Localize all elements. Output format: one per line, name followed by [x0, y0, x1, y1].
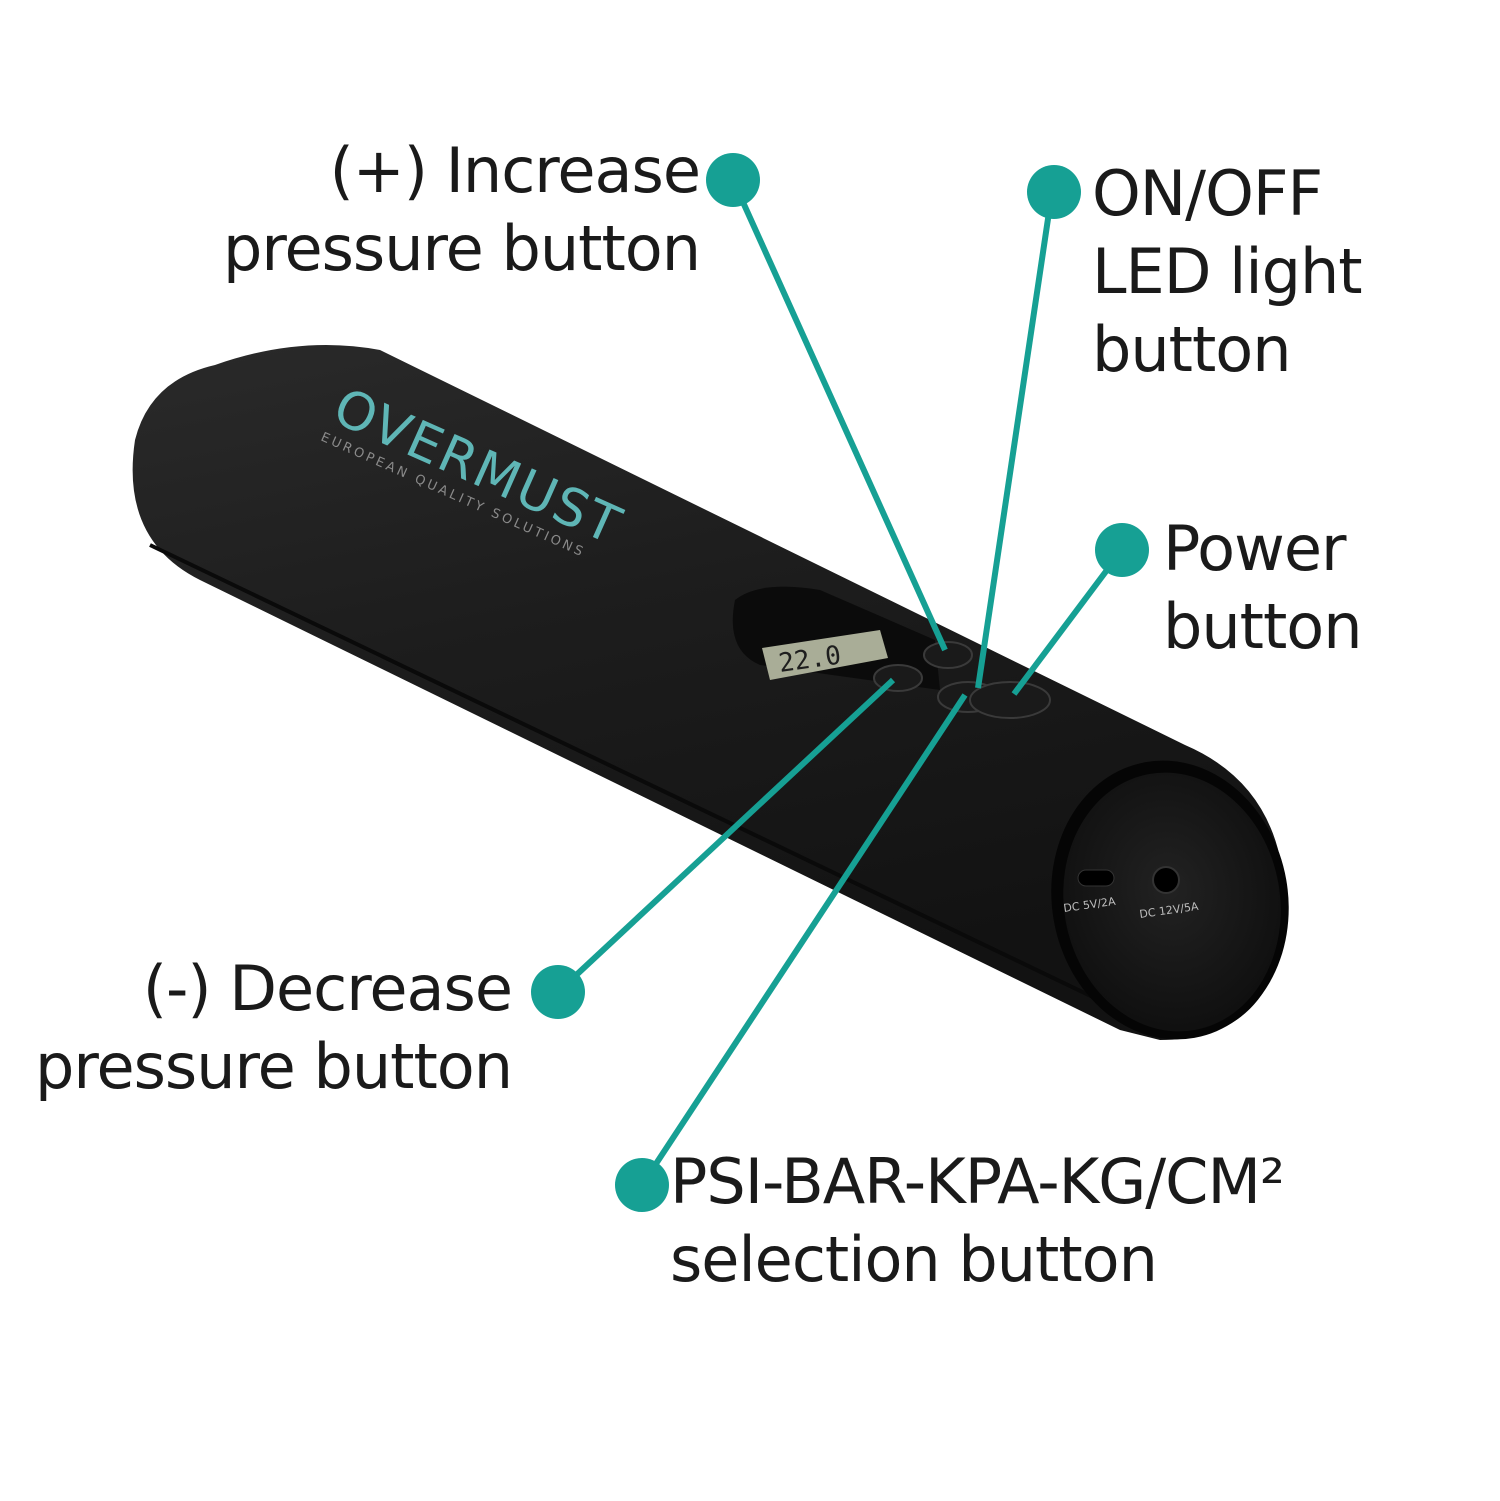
usb-port — [1077, 869, 1115, 887]
dc-port — [1152, 866, 1180, 894]
air-pump-body: 22.0 OVERMUST EUROPEAN QUALITY SOLUTIONS… — [132, 345, 1289, 1040]
increase-button[interactable] — [923, 641, 973, 669]
label-led-light: ON/OFF LED light button — [1092, 155, 1363, 389]
dot-increase — [706, 153, 760, 207]
leader-led — [975, 191, 1055, 689]
label-increase-pressure: (+) Increase pressure button — [222, 132, 701, 288]
leader-increase — [730, 178, 948, 652]
label-power-line1: Power — [1163, 512, 1346, 585]
power-button[interactable] — [969, 681, 1051, 719]
label-led-line1: ON/OFF — [1092, 157, 1323, 230]
label-power: Power button — [1163, 510, 1362, 666]
label-unit-line1: PSI-BAR-KPA-KG/CM² — [670, 1145, 1285, 1218]
leader-decrease — [555, 677, 896, 995]
callout-dots — [531, 153, 1149, 1212]
dot-unit — [615, 1158, 669, 1212]
label-power-line2: button — [1163, 590, 1362, 663]
label-increase-line2: pressure button — [222, 212, 701, 285]
dot-power — [1095, 523, 1149, 577]
label-decrease-line2: pressure button — [34, 1030, 513, 1103]
leader-unit — [639, 693, 968, 1187]
label-led-line2: LED light — [1092, 235, 1363, 308]
dot-led — [1027, 165, 1081, 219]
label-increase-line1: (+) Increase — [329, 134, 701, 207]
leader-power — [1011, 548, 1125, 696]
label-decrease-pressure: (-) Decrease pressure button — [34, 950, 513, 1106]
label-unit-selection: PSI-BAR-KPA-KG/CM² selection button — [670, 1143, 1285, 1299]
label-unit-line2: selection button — [670, 1223, 1158, 1296]
label-led-line3: button — [1092, 313, 1291, 386]
label-decrease-line1: (-) Decrease — [142, 952, 513, 1025]
callout-lines — [555, 178, 1125, 1187]
lcd-display — [762, 630, 888, 680]
dot-decrease — [531, 965, 585, 1019]
